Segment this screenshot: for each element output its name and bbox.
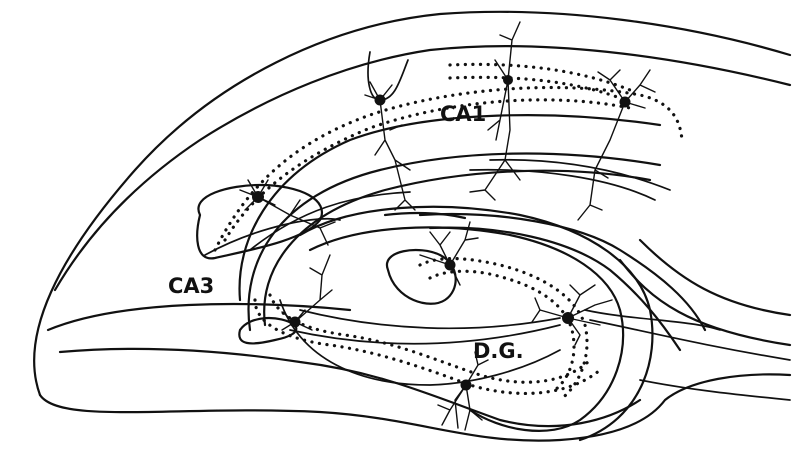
label-ca3: CA3 — [168, 274, 214, 298]
dg-neuron-lower — [438, 352, 488, 430]
ca1-neuron-3 — [578, 70, 655, 220]
dg-soma-3 — [461, 380, 472, 391]
ca3-neuron-upper — [240, 180, 335, 245]
dg-neuron-upper — [420, 222, 478, 285]
ca3-soma-1 — [252, 191, 264, 203]
dg-soma-2 — [562, 312, 574, 324]
label-dg: D.G. — [473, 339, 524, 363]
ca1-soma-1 — [375, 95, 386, 106]
ca3-soma-2 — [290, 317, 301, 328]
dg-neuron-hilus — [532, 285, 612, 345]
ca1-soma-3 — [620, 97, 631, 108]
outer-outline — [34, 12, 790, 441]
dg-soma-1 — [445, 260, 456, 271]
ca1-soma-2 — [503, 75, 513, 85]
ca1-neuron-1 — [365, 82, 415, 210]
ammons-horn — [197, 115, 660, 385]
label-ca1: CA1 — [440, 102, 486, 126]
